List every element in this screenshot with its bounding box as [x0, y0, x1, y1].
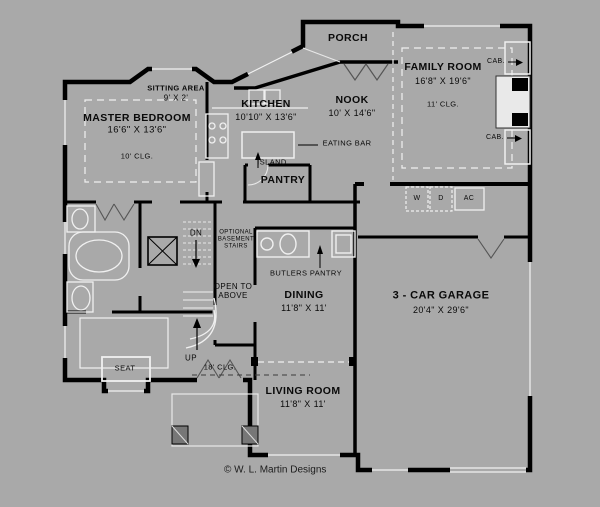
label-master-bedroom-ceiling: 10' CLG.: [120, 151, 154, 161]
door-openings: [86, 160, 504, 383]
island: [241, 131, 295, 159]
label-entry-ceiling: 18' CLG.: [203, 362, 237, 372]
porch-door-swings: [343, 63, 389, 82]
label-garage-dims: 20'4" X 29'6": [412, 304, 470, 315]
label-cab-upper: CAB.: [487, 57, 505, 65]
label-family-room: FAMILY ROOM: [404, 60, 482, 73]
kitchen-fixtures: [198, 89, 308, 197]
label-kitchen-dims: 10'10" X 13'6": [235, 111, 297, 122]
label-nook: NOOK: [335, 93, 369, 106]
label-dining: DINING: [284, 288, 324, 301]
seat-room: [79, 317, 169, 382]
dryer: [429, 186, 453, 212]
washer: [405, 186, 429, 212]
range: [205, 113, 229, 159]
porch-structure: [234, 47, 398, 90]
label-kitchen: KITCHEN: [241, 97, 291, 110]
ac-unit: [454, 187, 485, 211]
label-eating-bar: EATING BAR: [322, 138, 372, 148]
door-swings: [95, 164, 505, 379]
label-ac: AC: [463, 194, 475, 202]
cabinet-lower: [504, 129, 531, 165]
basement-stair-treads: [183, 221, 213, 265]
interior-walls: [65, 82, 530, 455]
entry-stoop: [171, 393, 259, 447]
label-washer: W: [413, 194, 421, 202]
label-master-bedroom: MASTER BEDROOM: [83, 111, 191, 124]
label-dining-dims: 11'8" X 11': [281, 302, 327, 313]
label-island: ISLAND: [257, 157, 287, 167]
label-optional-basement-stairs: OPTIONAL BASEMENT STAIRS: [217, 229, 255, 250]
sink: [248, 89, 265, 105]
label-master-bedroom-dims: 16'6" X 13'6": [107, 124, 167, 136]
label-sitting-area-dims: 9' X 2': [163, 93, 189, 103]
label-living-room-dims: 11'8" X 11': [280, 398, 326, 409]
label-garage: 3 - CAR GARAGE: [392, 289, 490, 302]
copyright-text: © W. L. Martin Designs: [224, 464, 327, 476]
label-seat: SEAT: [114, 363, 136, 373]
curved-stair: [185, 297, 217, 349]
cabinet-upper: [504, 41, 531, 75]
label-family-room-dims: 16'8" X 19'6": [414, 75, 472, 86]
master-bath-fixtures: [66, 205, 130, 313]
label-dn: DN: [189, 228, 203, 238]
label-family-room-ceiling: 11' CLG.: [426, 99, 460, 109]
garage-door: [450, 262, 531, 473]
label-porch: PORCH: [328, 31, 368, 44]
butlers-pantry-cabinets: [256, 230, 356, 258]
up-stair-treads: [183, 291, 213, 317]
label-cab-lower: CAB.: [486, 133, 504, 141]
stairs: [147, 221, 217, 350]
label-dryer: D: [438, 194, 444, 202]
label-sitting-area: SITTING AREA: [147, 83, 205, 93]
label-living-room: LIVING ROOM: [265, 384, 341, 397]
tub: [68, 231, 130, 281]
label-open-to-above: OPEN TO ABOVE: [213, 281, 253, 300]
toilet: [71, 285, 91, 311]
closet: [147, 236, 178, 266]
annotation-arrows: [255, 59, 523, 268]
label-nook-dims: 10' X 14'6": [328, 107, 376, 118]
fireplace: [495, 41, 531, 165]
label-butlers-pantry: BUTLERS PANTRY: [269, 268, 343, 278]
window-seat: [101, 356, 151, 382]
label-pantry: PANTRY: [260, 173, 306, 186]
label-up: UP: [185, 353, 197, 363]
windows: [62, 23, 533, 473]
laundry-appliances: [405, 186, 485, 212]
